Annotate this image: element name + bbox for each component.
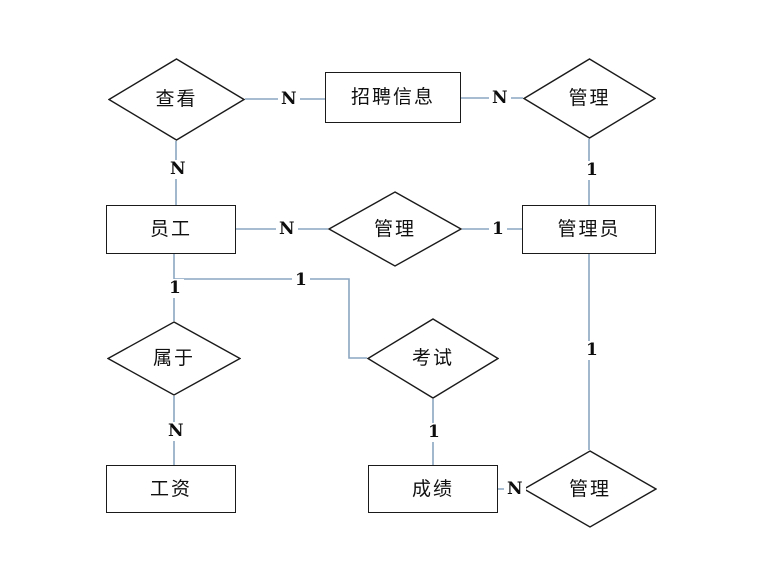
cardinality-label-card-managemid-admin: 1 [489,220,507,239]
entity-label: 工资 [149,477,192,500]
relationship-manage_mid[interactable]: 管理 [328,191,462,267]
relationship-exam[interactable]: 考试 [367,318,499,399]
edge-employee-to-exam [174,278,367,359]
diamond-shape [328,191,462,267]
relationship-view[interactable]: 查看 [108,58,245,141]
relationship-label: 查看 [155,88,198,110]
cardinality-label-card-employee-managemid: N [276,220,298,239]
entity-label: 员工 [149,218,192,240]
cardinality-label-card-belong-salary: N [165,422,187,441]
cardinality-label-card-admin-managebot: 1 [583,341,601,360]
relationship-manage_top[interactable]: 管理 [523,58,656,139]
relationship-label: 考试 [411,347,454,369]
entity-label: 成绩 [411,477,454,500]
entity-score[interactable]: 成绩 [368,465,498,513]
diamond-shape [523,450,657,528]
relationship-label: 管理 [568,87,611,109]
cardinality-label-card-managetop-admin: 1 [583,161,601,180]
cardinality-label-card-view-employee: N [167,160,189,179]
relationship-belong_to[interactable]: 属于 [107,321,241,396]
cardinality-label-card-employee-exam: 1 [292,271,310,290]
diamond-shape [367,318,499,399]
cardinality-label-card-view-recruit: N [278,90,300,109]
diamond-shape [108,58,245,141]
cardinality-label-card-recruit-managetop: N [489,89,511,108]
relationship-label: 属于 [152,347,195,369]
entity-label: 管理员 [557,218,621,240]
relationship-manage_bot[interactable]: 管理 [523,450,657,528]
relationship-label: 管理 [373,217,416,240]
diamond-shape [107,321,241,396]
cardinality-label-card-score-managebot: N [504,480,526,499]
diamond-shape [523,58,656,139]
entity-salary[interactable]: 工资 [106,465,236,513]
cardinality-label-card-employee-belong: 1 [166,279,184,298]
entity-label: 招聘信息 [350,86,435,108]
cardinality-label-card-exam-score: 1 [425,423,443,442]
entity-employee[interactable]: 员工 [106,205,236,254]
entity-recruit_info[interactable]: 招聘信息 [325,72,461,123]
entity-administrator[interactable]: 管理员 [522,205,656,254]
relationship-label: 管理 [568,477,611,500]
